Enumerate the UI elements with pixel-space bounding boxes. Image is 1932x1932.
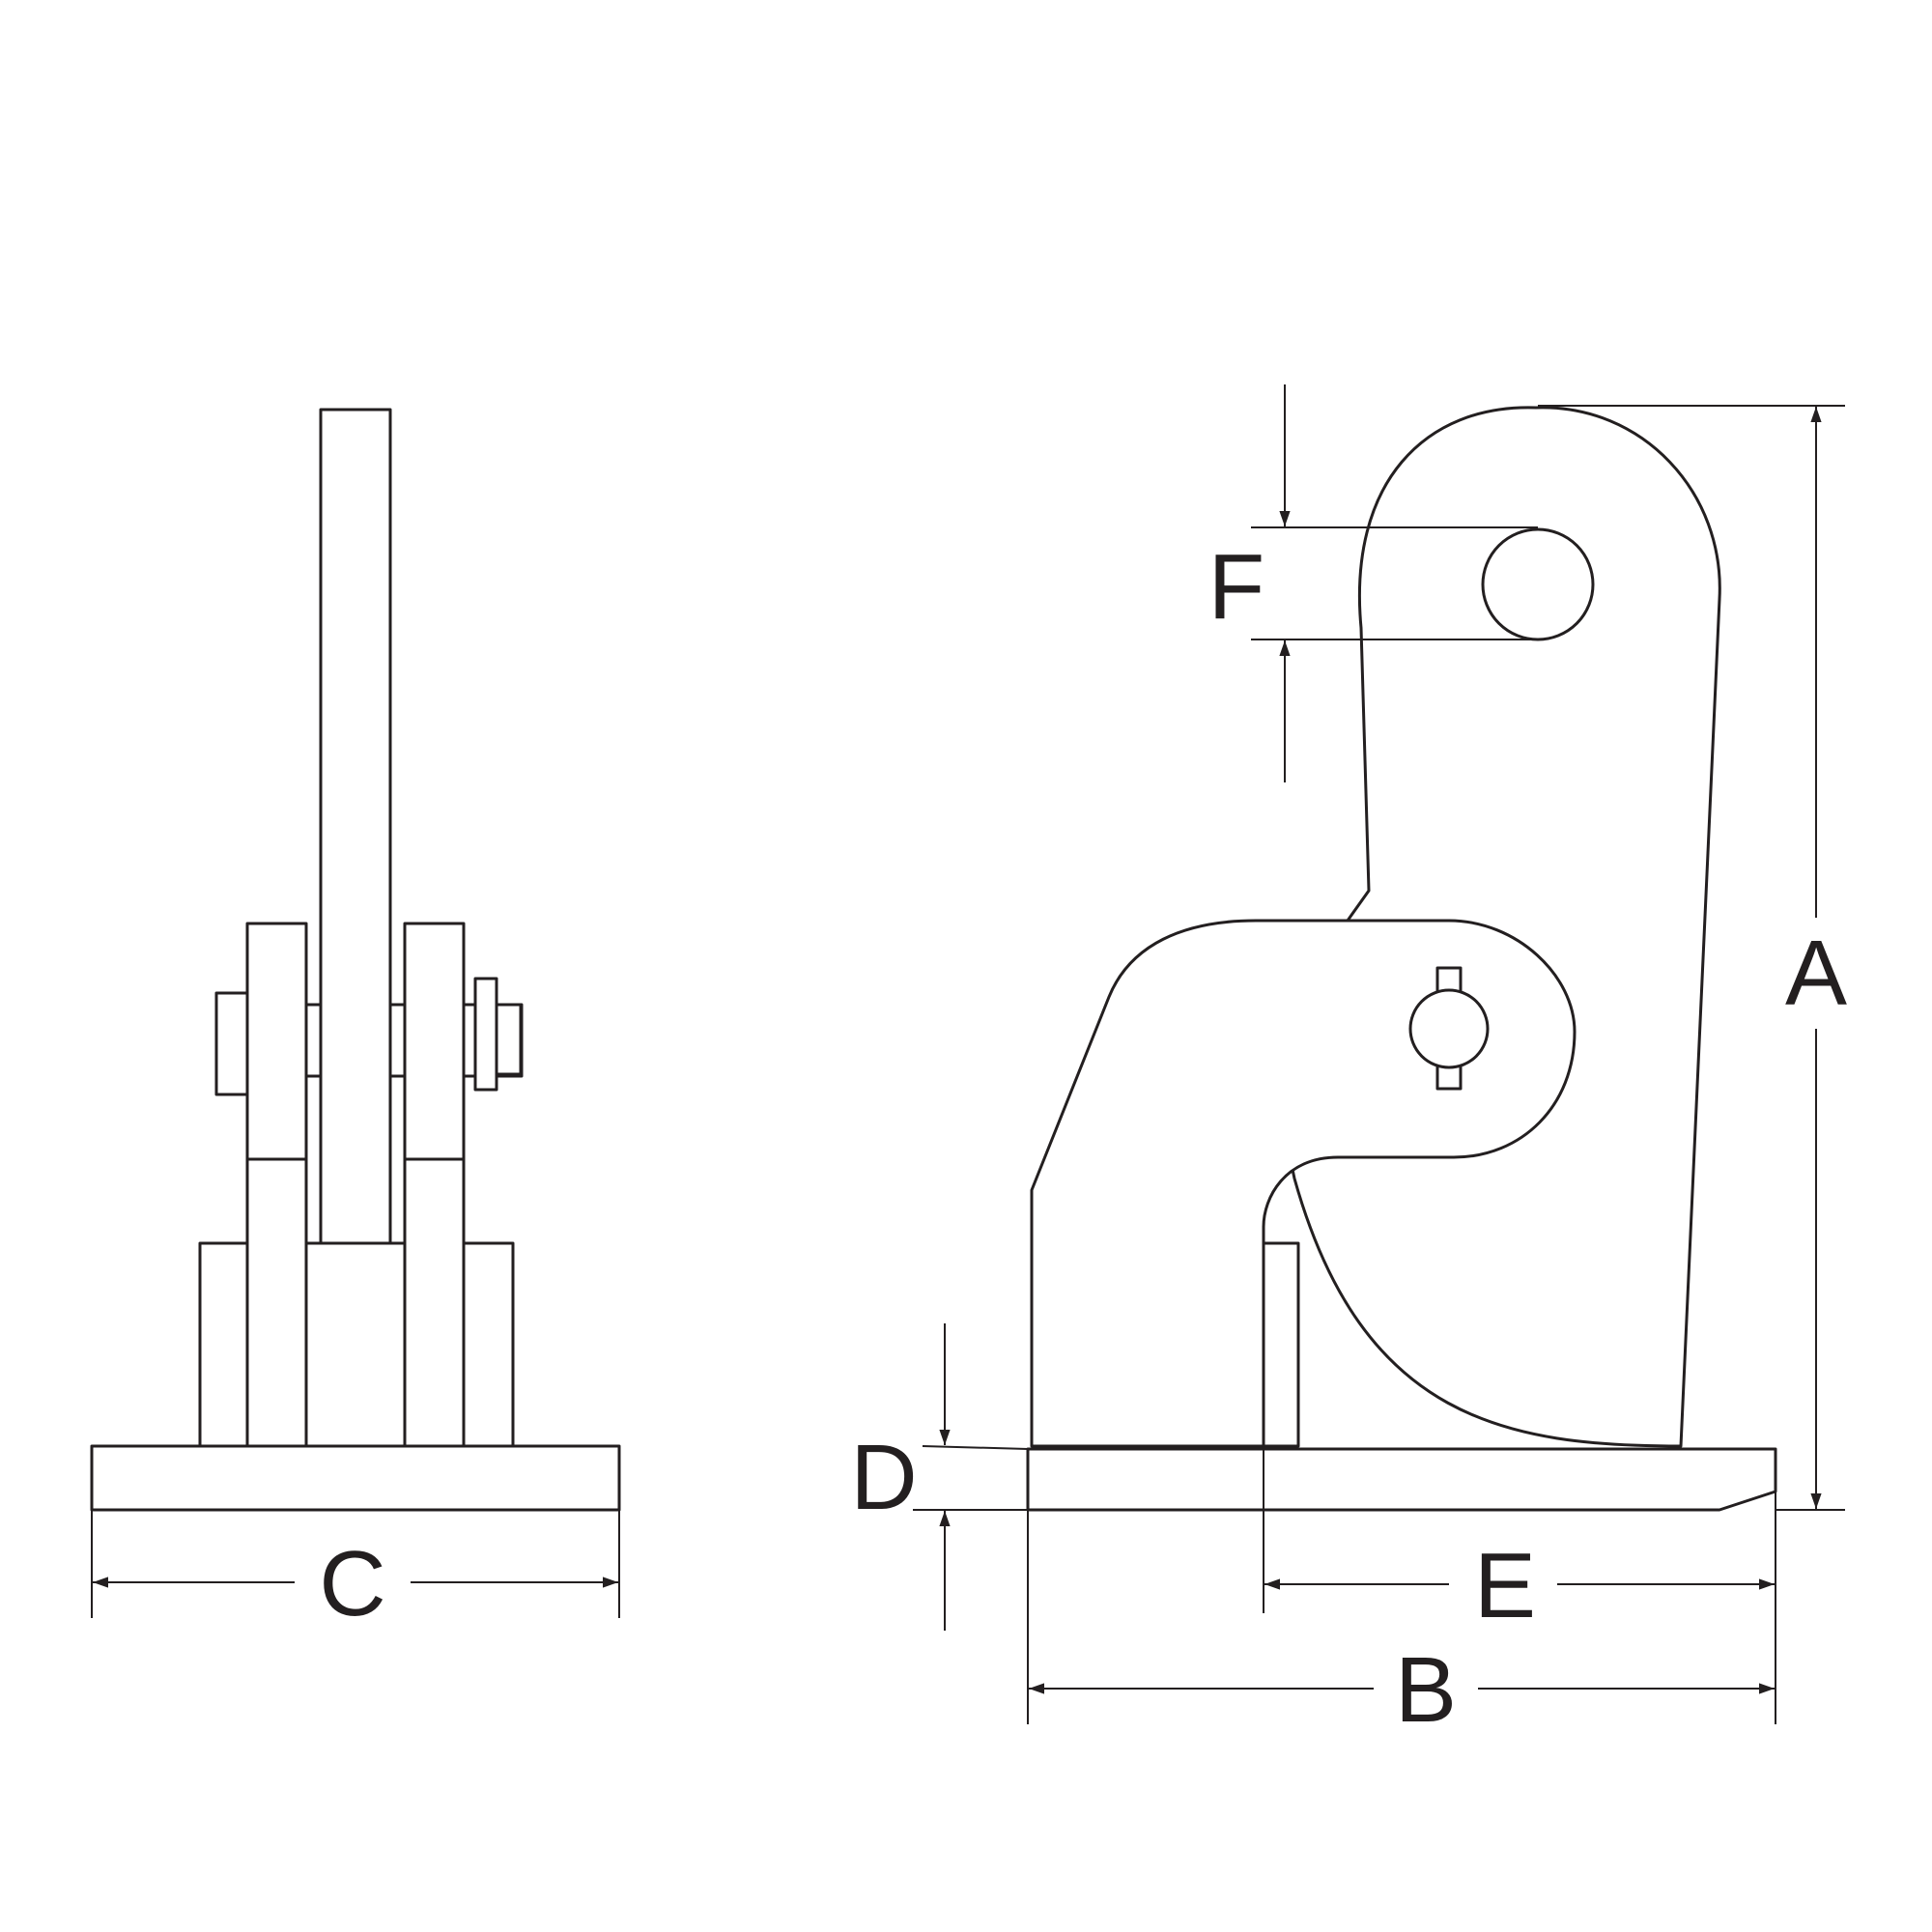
side-base-plate (1026, 1447, 1777, 1512)
side-gripping-pad (1262, 1241, 1300, 1448)
side-lifting-arm (1288, 406, 1721, 1448)
front-right-cheek-plate (403, 922, 466, 1448)
dimension-d-label: D (850, 1426, 917, 1529)
dimension-e-label: E (1474, 1534, 1536, 1637)
front-right-nut (495, 1003, 523, 1076)
side-view: A F D E B (850, 384, 1847, 1742)
d-extension-top (922, 1445, 1029, 1450)
front-view: C (90, 408, 621, 1635)
dimension-f-label: F (1208, 535, 1265, 639)
front-lifting-eye-plate (319, 408, 392, 1245)
pivot-pin (1408, 988, 1490, 1069)
dimension-b-label: B (1395, 1638, 1457, 1742)
front-right-washer (473, 977, 498, 1092)
dimension-a-label: A (1785, 922, 1847, 1025)
front-left-cheek-plate (245, 922, 308, 1448)
lifting-eye-hole (1481, 527, 1595, 641)
dimension-c-label: C (319, 1532, 385, 1635)
front-left-pin-head (214, 991, 249, 1096)
front-base-plate (90, 1444, 621, 1512)
